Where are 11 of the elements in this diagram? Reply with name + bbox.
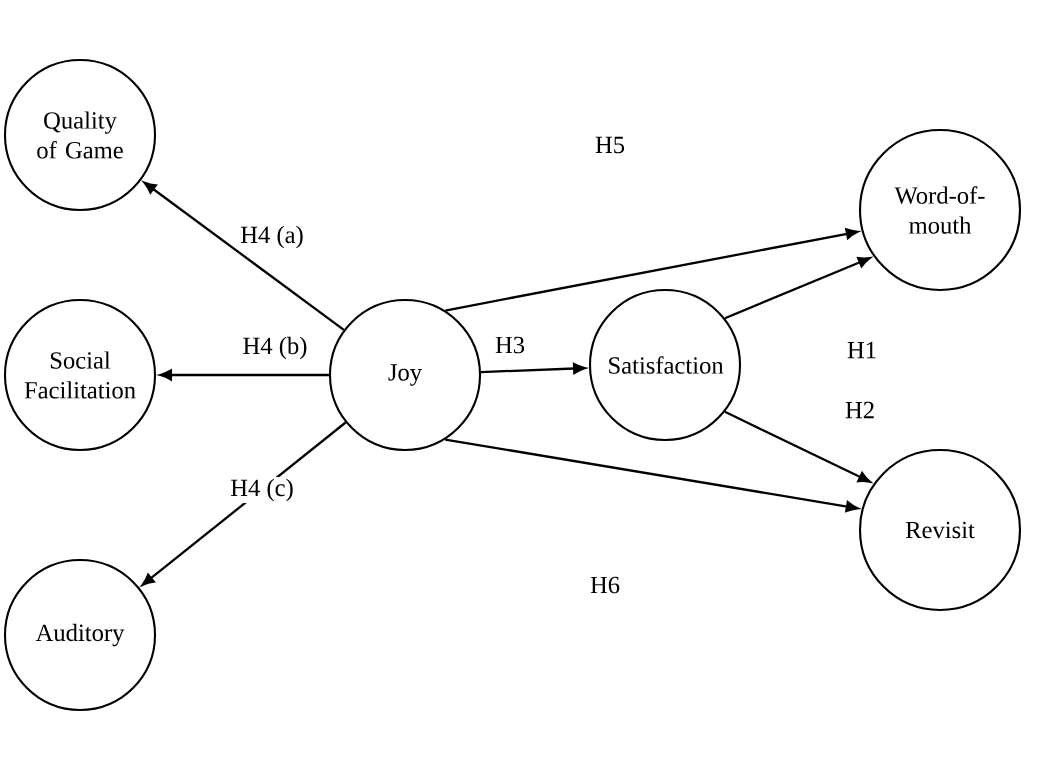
edge-label: H4 (b) [240, 335, 310, 361]
arrow [159, 369, 329, 381]
edge-label: H3 [493, 335, 527, 356]
edge-label: H1 [845, 340, 879, 360]
edge-label: H4 (a) [238, 224, 306, 250]
arrow [143, 181, 345, 331]
edge-label: H6 [588, 575, 622, 596]
edge-label: H4 (c) [228, 477, 296, 503]
arrow [480, 362, 586, 375]
arrow [141, 421, 347, 586]
edge-label: H5 [593, 135, 627, 155]
